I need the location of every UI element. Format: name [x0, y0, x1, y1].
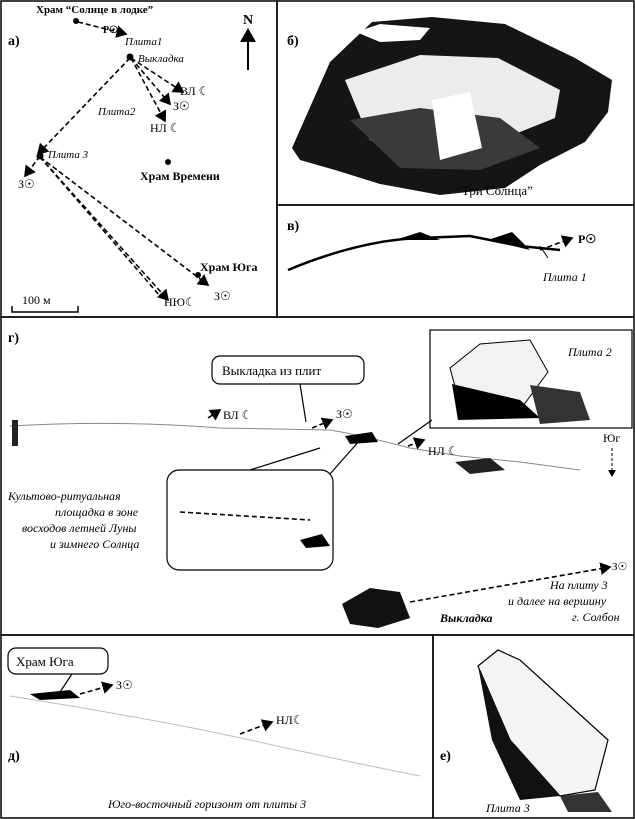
to-plita-3: г. Солбон	[572, 610, 620, 624]
cult-line-1: Культово-ритуальная	[7, 489, 121, 503]
panel-b-photo: б) “Три Солнца”	[287, 17, 612, 198]
horizon-ridge-d	[9, 695, 421, 777]
hram-yuga-rock	[30, 690, 80, 700]
label-nyu: НЮ☾	[164, 295, 196, 309]
panel-d-horizon: Храм Юга З☉ НЛ☾ д) Юго-восточный горизон…	[7, 647, 421, 811]
label-z2: З☉	[18, 177, 35, 191]
label-z1: З☉	[173, 99, 190, 113]
label-hram-vremeni: Храм Времени	[140, 169, 220, 183]
label-z3: З☉	[214, 289, 231, 303]
dir-plita1-plita3	[36, 57, 131, 156]
rock-face-slab	[432, 92, 482, 160]
stele-left	[12, 420, 18, 446]
point-hram-vremeni	[165, 159, 171, 165]
rock-cluster-right	[455, 458, 505, 474]
panel-d-letter: д)	[8, 749, 20, 764]
panel-a-map: а) Храм “Солнце в лодке” N Р☉ Плита1 Вык…	[8, 4, 257, 313]
dir-nl-g	[407, 437, 426, 450]
panel-g-panorama: г) Выкладка из плит ВЛ ☾ З☉ НЛ ☾ Плита 2…	[7, 329, 633, 628]
dir-nl-d	[239, 719, 274, 735]
cult-line-4: и зимнего Солнца	[50, 537, 139, 551]
dir-z-d	[79, 681, 114, 695]
ridge-peak-2	[488, 232, 530, 250]
dir-z-g	[311, 417, 334, 430]
ridge-peak-1	[395, 232, 440, 240]
panel-b-caption: “Три Солнца”	[456, 183, 533, 198]
plita3-shadow	[478, 666, 560, 800]
label-nl-d: НЛ☾	[276, 713, 304, 727]
inset-plita2-label: Плита 2	[567, 345, 612, 359]
panel-d-caption: Юго-восточный горизонт от плиты 3	[107, 797, 306, 811]
dir-z1-line	[130, 57, 172, 106]
north-label: N	[243, 13, 253, 28]
cult-line-2: площадка в зоне	[55, 505, 139, 519]
panel-a-title: Храм “Солнце в лодке”	[36, 4, 153, 16]
panel-b-letter: б)	[287, 34, 299, 49]
scale-label: 100 м	[22, 293, 51, 307]
dir-nyu-line-2	[39, 156, 161, 297]
panel-e-frame	[432, 634, 635, 819]
callout-leader	[299, 383, 307, 423]
panel-v-horizon: в) Р☉ Плита 1	[287, 219, 596, 284]
panel-e-caption: Плита 3	[485, 801, 530, 815]
horizon-ridge-g	[9, 422, 581, 471]
label-nl: НЛ ☾	[150, 121, 181, 135]
dir-plita3-g	[409, 562, 612, 603]
inset-cult-rock	[300, 534, 330, 548]
label-plita1: Плита1	[124, 36, 162, 48]
plita3-base	[560, 792, 612, 812]
vykladka-rocks	[342, 588, 410, 628]
label-vl-g: ВЛ ☾	[223, 408, 252, 422]
panel-a-letter: а)	[8, 34, 20, 49]
label-r-v: Р☉	[578, 232, 596, 246]
label-nl-g: НЛ ☾	[428, 444, 459, 458]
vykladka-mark	[345, 432, 378, 444]
cult-line-3: восходов летней Луны	[22, 521, 137, 535]
scale-bar	[11, 306, 79, 313]
label-plita2: Плита2	[97, 106, 136, 118]
dir-z2-line	[24, 155, 41, 178]
plita2-shadow	[452, 384, 540, 420]
label-plita1-v: Плита 1	[542, 270, 587, 284]
panel-e-letter: е)	[440, 749, 451, 764]
panel-g-letter: г)	[8, 331, 19, 346]
callout-hram-yuga-text: Храм Юга	[16, 654, 74, 669]
callout-hram-yuga-box	[7, 647, 109, 675]
to-plita-1: На плиту 3	[549, 578, 608, 592]
panel-e-photo: е) Плита 3	[440, 649, 612, 815]
label-vykladka: Выкладка	[138, 53, 184, 65]
to-plita-2: и далее на вершину	[508, 594, 607, 608]
callout-vykladka-box	[211, 355, 365, 385]
rock-top-light	[356, 24, 430, 42]
leader-plita1	[539, 245, 549, 259]
label-z-d: З☉	[116, 678, 133, 692]
point-solnce-v-lodke	[73, 18, 79, 24]
dir-nl-line	[130, 57, 167, 123]
dir-r-line	[77, 21, 128, 38]
label-z2-g: З☉	[612, 561, 627, 573]
hram-yuga-leader	[59, 673, 73, 693]
panel-v-frame	[276, 204, 635, 318]
label-z-g: З☉	[336, 407, 353, 421]
label-vykladka-g: Выкладка	[439, 611, 493, 625]
label-yug: Юг	[603, 431, 620, 445]
inset-cult-leader-2	[329, 439, 361, 475]
sym-r: Р☉	[103, 25, 118, 36]
label-plita3: Плита 3	[47, 149, 89, 161]
dir-vl-g	[207, 409, 222, 421]
inset-cult-dash	[179, 511, 311, 521]
callout-vykladka-text: Выкладка из плит	[222, 363, 321, 378]
label-hram-yuga: Храм Юга	[200, 260, 257, 274]
inset-cult-leader-1	[249, 447, 321, 471]
dir-vl-line	[130, 57, 185, 93]
plita2-base	[530, 385, 590, 424]
inset-leader	[397, 419, 433, 445]
dir-hram-yuga-line	[39, 156, 210, 286]
label-vl: ВЛ ☾	[180, 84, 209, 98]
dir-r-v	[539, 235, 574, 251]
panel-v-letter: в)	[287, 219, 300, 234]
